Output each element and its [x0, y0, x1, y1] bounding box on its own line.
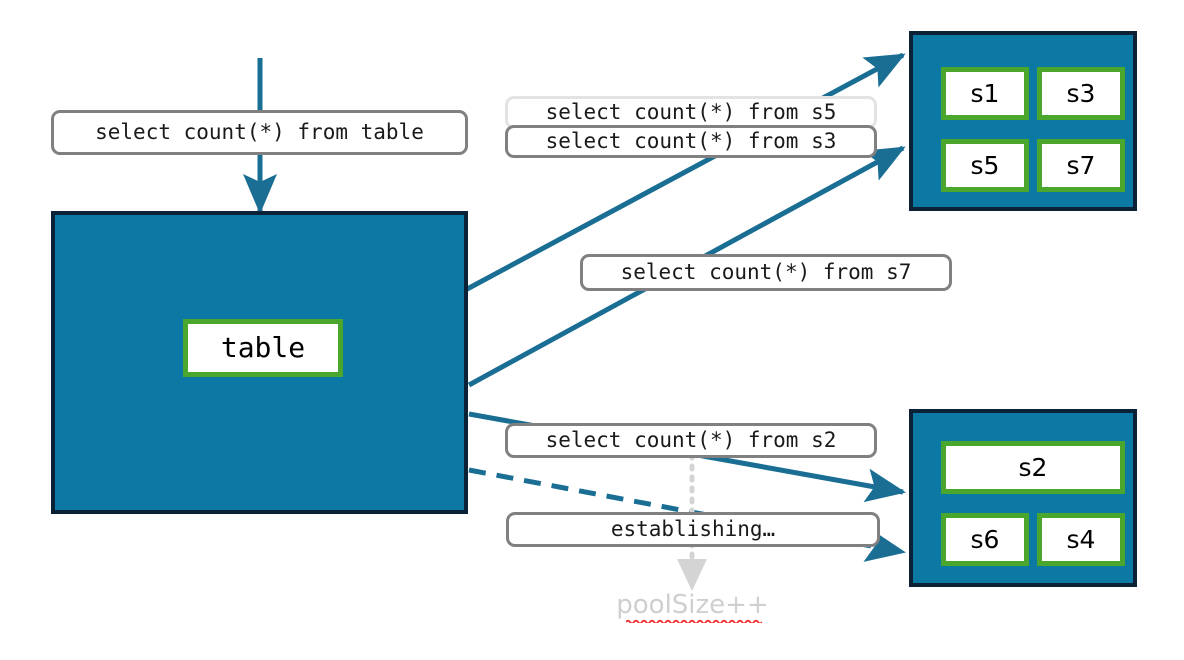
node-s7-label: s7 [1066, 151, 1096, 180]
node-s2[interactable]: s2 [941, 441, 1125, 494]
node-s3[interactable]: s3 [1037, 67, 1125, 120]
query-label-s7[interactable]: select count(*) from s7 [580, 254, 952, 291]
node-s5-label: s5 [970, 151, 1000, 180]
node-table[interactable]: table [183, 319, 343, 377]
node-s1-label: s1 [970, 79, 1000, 108]
bottom-server-group[interactable]: s2 s6 s4 [909, 409, 1137, 587]
node-s6-label: s6 [970, 525, 1000, 554]
table-panel[interactable]: table [51, 211, 468, 514]
node-table-label: table [220, 331, 306, 364]
poolsize-annotation-text: poolSize++ [616, 590, 769, 620]
query-label-s3[interactable]: select count(*) from s3 [505, 125, 877, 158]
node-s5[interactable]: s5 [941, 139, 1029, 192]
node-s7[interactable]: s7 [1037, 139, 1125, 192]
node-s2-label: s2 [1018, 453, 1048, 482]
spellcheck-underline [626, 619, 762, 623]
query-label-s2-text: select count(*) from s2 [545, 428, 837, 452]
query-label-s7-text: select count(*) from s7 [620, 260, 912, 284]
query-label-table[interactable]: select count(*) from table [51, 110, 468, 155]
node-s1[interactable]: s1 [941, 67, 1029, 120]
poolsize-annotation: poolSize++ [600, 592, 785, 618]
node-s4-label: s4 [1066, 525, 1096, 554]
query-label-s5[interactable]: select count(*) from s5 [505, 96, 877, 129]
node-s3-label: s3 [1066, 79, 1096, 108]
query-label-s5-text: select count(*) from s5 [545, 100, 837, 124]
establishing-label[interactable]: establishing… [506, 512, 880, 547]
node-s4[interactable]: s4 [1037, 513, 1125, 566]
establishing-label-text: establishing… [610, 517, 776, 541]
query-label-table-text: select count(*) from table [95, 120, 424, 144]
query-label-s3-text: select count(*) from s3 [545, 129, 837, 153]
top-server-group[interactable]: s1 s3 s5 s7 [909, 31, 1137, 211]
query-label-s2[interactable]: select count(*) from s2 [505, 423, 877, 458]
node-s6[interactable]: s6 [941, 513, 1029, 566]
